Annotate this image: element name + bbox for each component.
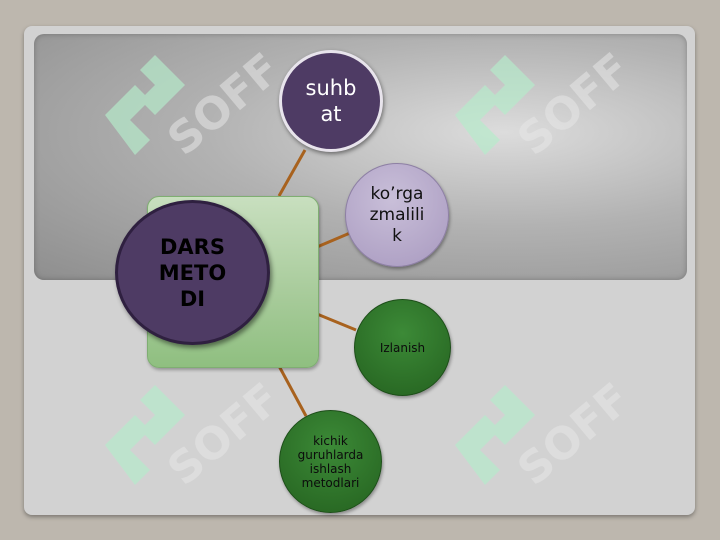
- node-suhbat[interactable]: suhb at: [279, 50, 383, 152]
- connector-korgazmalilik: [316, 231, 351, 249]
- node-korgazmalilik[interactable]: ko’rga zmalili k: [345, 163, 449, 267]
- node-izlanish[interactable]: Izlanish: [354, 299, 451, 396]
- node-kichik-label: kichik guruhlarda ishlash metodlari: [297, 433, 364, 490]
- watermark-logo: SOFF: [455, 374, 640, 496]
- node-suhbat-label: suhb at: [305, 76, 357, 126]
- connector-izlanish: [316, 312, 357, 332]
- watermark-logo: SOFF: [105, 374, 290, 496]
- center-node-label: DARS METO DI: [158, 234, 227, 311]
- node-kichik-guruhlarda[interactable]: kichik guruhlarda ishlash metodlari: [279, 410, 382, 513]
- node-korgazmalilik-label: ko’rga zmalili k: [369, 183, 425, 246]
- watermark-logo: SOFF: [455, 44, 640, 166]
- connector-suhbat: [277, 149, 307, 197]
- connector-kichik: [277, 365, 308, 417]
- node-izlanish-label: Izlanish: [379, 340, 426, 355]
- center-node-dars-metodi[interactable]: DARS METO DI: [115, 200, 270, 345]
- watermark-logo: SOFF: [105, 44, 290, 166]
